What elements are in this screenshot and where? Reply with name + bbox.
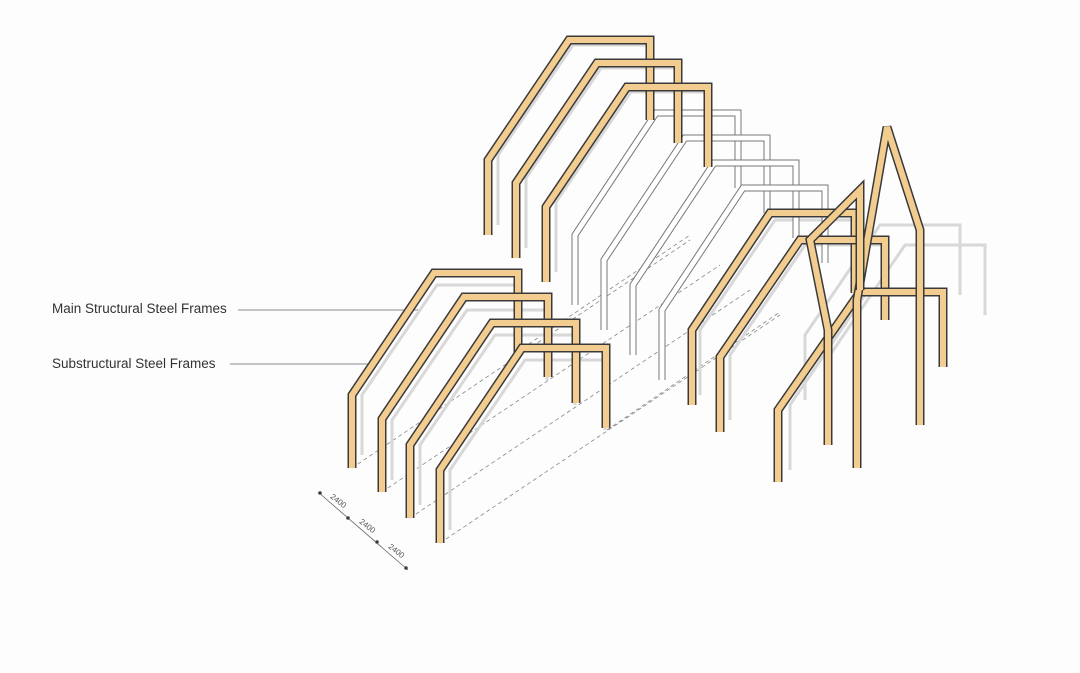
sub-frame-outline: [571, 109, 742, 305]
main-frame: [437, 345, 609, 543]
sub-frame-member: [496, 43, 653, 225]
main-frame: [543, 84, 711, 282]
sub-frame: [601, 135, 770, 330]
sub-frame-member: [554, 90, 711, 272]
dimension-line: [317, 491, 409, 571]
spire-frame: [854, 126, 923, 468]
main-frames-label: Main Structural Steel Frames: [52, 301, 227, 316]
main-structural-frames: [347, 35, 948, 543]
sub-frames-label: Substructural Steel Frames: [52, 356, 216, 371]
sub-frame-member: [448, 358, 607, 530]
sub-frame: [630, 160, 799, 355]
sub-frame-outline: [629, 159, 800, 355]
sub-frame-outline: [600, 134, 771, 330]
label-leaders: [230, 309, 420, 365]
main-frame: [806, 182, 863, 445]
sub-frame-member: [803, 223, 962, 400]
sub-frame: [572, 110, 741, 305]
main-frame: [717, 237, 888, 432]
